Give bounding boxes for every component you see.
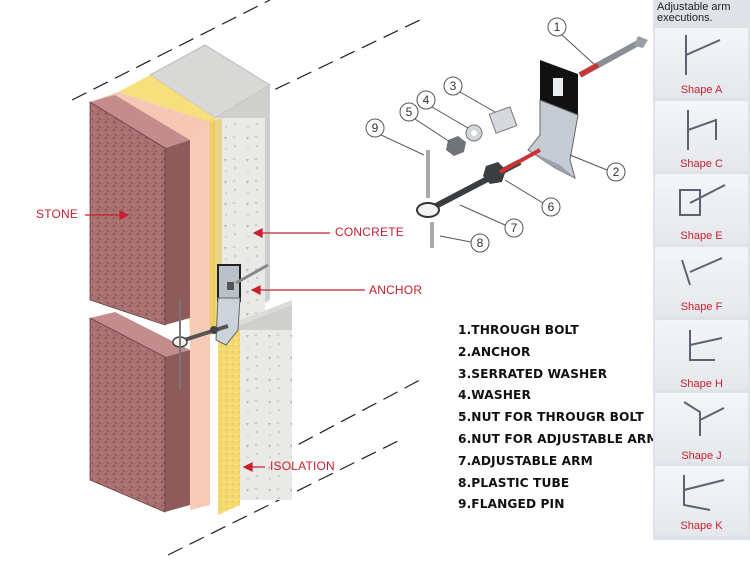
shape-j-label: Shape J [681, 450, 722, 462]
legend-item: 3.SERRATED WASHER [458, 366, 608, 381]
stone-panel-upper [89, 95, 190, 326]
shapes-panel-title: Adjustable arm executions. [657, 1, 731, 24]
parts-legend: 1.THROUGH BOLT 2.ANCHOR 3.SERRATED WASHE… [458, 320, 659, 516]
shape-f-label: Shape F [680, 301, 723, 313]
part-number-3: 3 [449, 79, 457, 93]
legend-item: 7.ADJUSTABLE ARM [458, 453, 593, 468]
legend-item: 1.THROUGH BOLT [458, 323, 579, 337]
shape-c-label: Shape C [680, 158, 723, 170]
through-bolt [578, 36, 648, 78]
part-number-1: 1 [553, 20, 561, 34]
legend-item: 4.WASHER [458, 388, 531, 403]
shape-e-label: Shape E [680, 230, 723, 242]
part-number-markers [365, 17, 626, 253]
shape-a-label: Shape A [680, 84, 723, 96]
stone-panel-lower [89, 312, 190, 513]
part-number-8: 8 [476, 236, 484, 250]
part-number-2: 2 [612, 165, 620, 179]
anchor-label: ANCHOR [369, 283, 423, 297]
legend-item: 5.NUT FOR THROUGR BOLT [458, 410, 644, 425]
isolation-label: ISOLATION [270, 459, 335, 473]
part-number-9: 9 [371, 121, 379, 135]
part-number-6: 6 [547, 200, 555, 214]
shape-k-label: Shape K [680, 520, 723, 532]
wall-anchor [172, 263, 269, 390]
legend-item: 2.ANCHOR [458, 344, 531, 359]
legend-item: 8.PLASTIC TUBE [458, 475, 570, 490]
legend-item: 6.NUT FOR ADJUSTABLE ARM [458, 431, 659, 446]
concrete-label: CONCRETE [335, 225, 404, 239]
callout-lines [85, 210, 365, 472]
part-number-4: 4 [422, 93, 430, 107]
shape-h-label: Shape H [680, 378, 723, 390]
stone-label: STONE [36, 207, 79, 221]
anchor-bracket [527, 60, 579, 179]
part-number-5: 5 [405, 105, 413, 119]
part-number-7: 7 [510, 221, 518, 235]
exploded-parts [416, 36, 648, 248]
legend-item: 9.FLANGED PIN [458, 497, 565, 512]
